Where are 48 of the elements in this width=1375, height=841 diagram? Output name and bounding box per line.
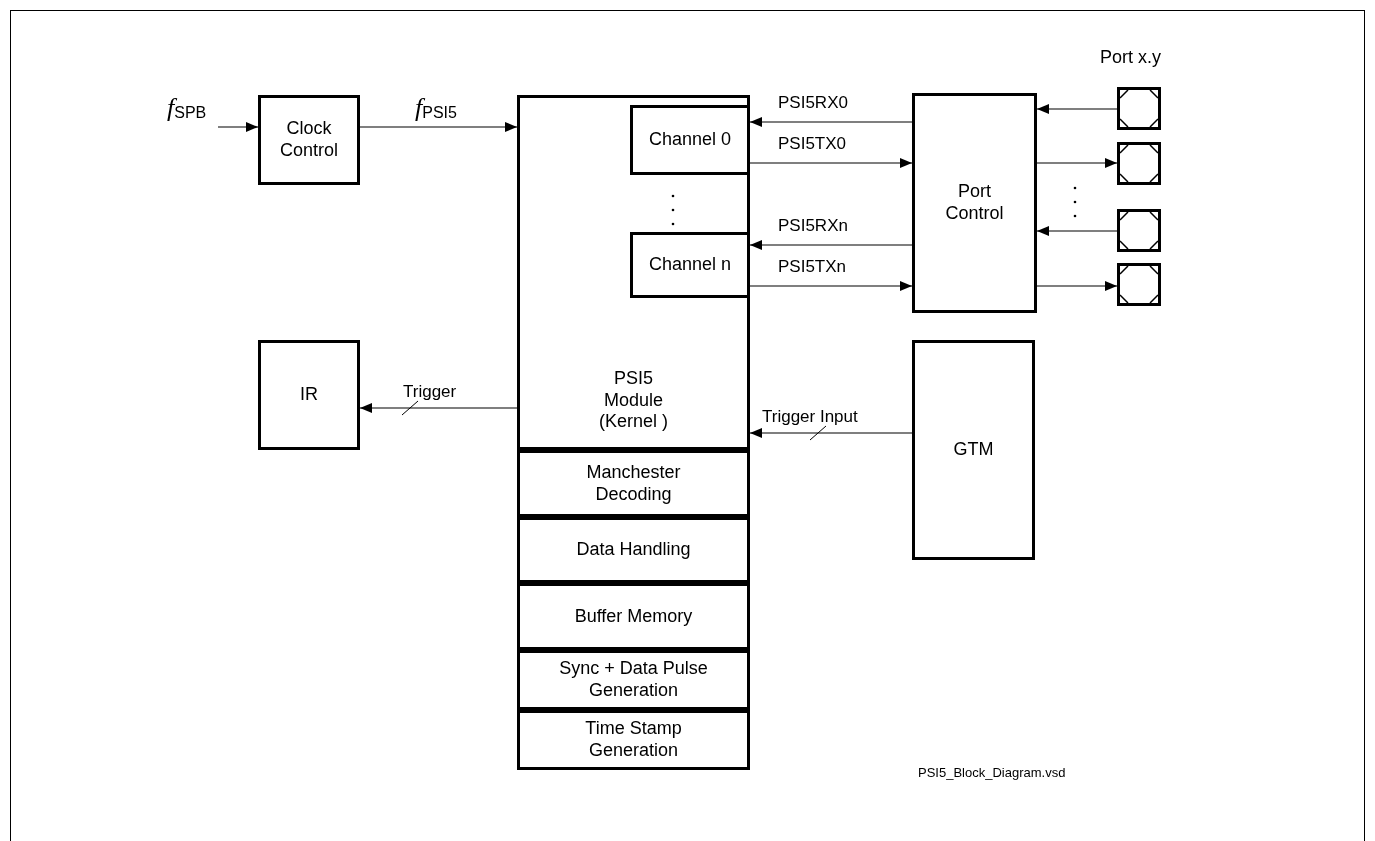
block-label: GTM — [952, 439, 995, 461]
edge-label: PSI5RXn — [778, 217, 848, 234]
function-block — [517, 710, 750, 770]
module-block — [517, 95, 750, 450]
channel-block — [630, 105, 750, 175]
function-block — [517, 650, 750, 710]
block-label: Channel 0 — [647, 129, 733, 151]
arrow — [1036, 104, 1118, 114]
block-label: PSI5 Module (Kernel ) — [598, 368, 669, 433]
function-block — [517, 450, 750, 517]
clock-control-block — [258, 95, 360, 185]
block-label: Sync + Data Pulse Generation — [558, 658, 709, 702]
arrow — [1036, 281, 1118, 291]
arrow — [359, 403, 518, 413]
arrow — [749, 117, 913, 127]
arrow — [217, 122, 259, 132]
arrow — [1036, 158, 1118, 168]
edge-label: PSI5TXn — [778, 258, 847, 275]
edge-label: Trigger Input — [762, 408, 858, 425]
edge-label: PSI5RX0 — [778, 94, 848, 111]
block-label: Clock Control — [279, 118, 339, 162]
arrow — [749, 281, 913, 291]
port-pad — [1117, 263, 1161, 306]
block-label: Manchester Decoding — [585, 461, 682, 506]
timer-block — [912, 340, 1035, 560]
block-label: Buffer Memory — [573, 605, 694, 628]
port-pad — [1117, 142, 1161, 185]
function-block — [517, 583, 750, 650]
arrow — [359, 122, 518, 132]
block-label: Port Control — [944, 181, 1005, 225]
block-label: Channel n — [647, 254, 733, 276]
edge-label: PSI5TX0 — [778, 135, 847, 152]
interrupt-block — [258, 340, 360, 450]
block-label: Data Handling — [575, 539, 692, 561]
block-label: Time Stamp Generation — [584, 718, 683, 762]
arrow — [749, 158, 913, 168]
edge-label: Trigger — [403, 383, 457, 400]
port-pad — [1117, 209, 1161, 252]
arrow — [749, 428, 913, 438]
port-pad — [1117, 87, 1161, 130]
block-label: IR — [299, 384, 319, 406]
arrow — [749, 240, 913, 250]
channel-block — [630, 232, 750, 298]
function-block — [517, 517, 750, 583]
port-label: Port x.y — [1100, 48, 1161, 66]
port-control-block — [912, 93, 1037, 313]
arrow — [1036, 226, 1118, 236]
file-name-label: PSI5_Block_Diagram.vsd — [918, 766, 1066, 779]
